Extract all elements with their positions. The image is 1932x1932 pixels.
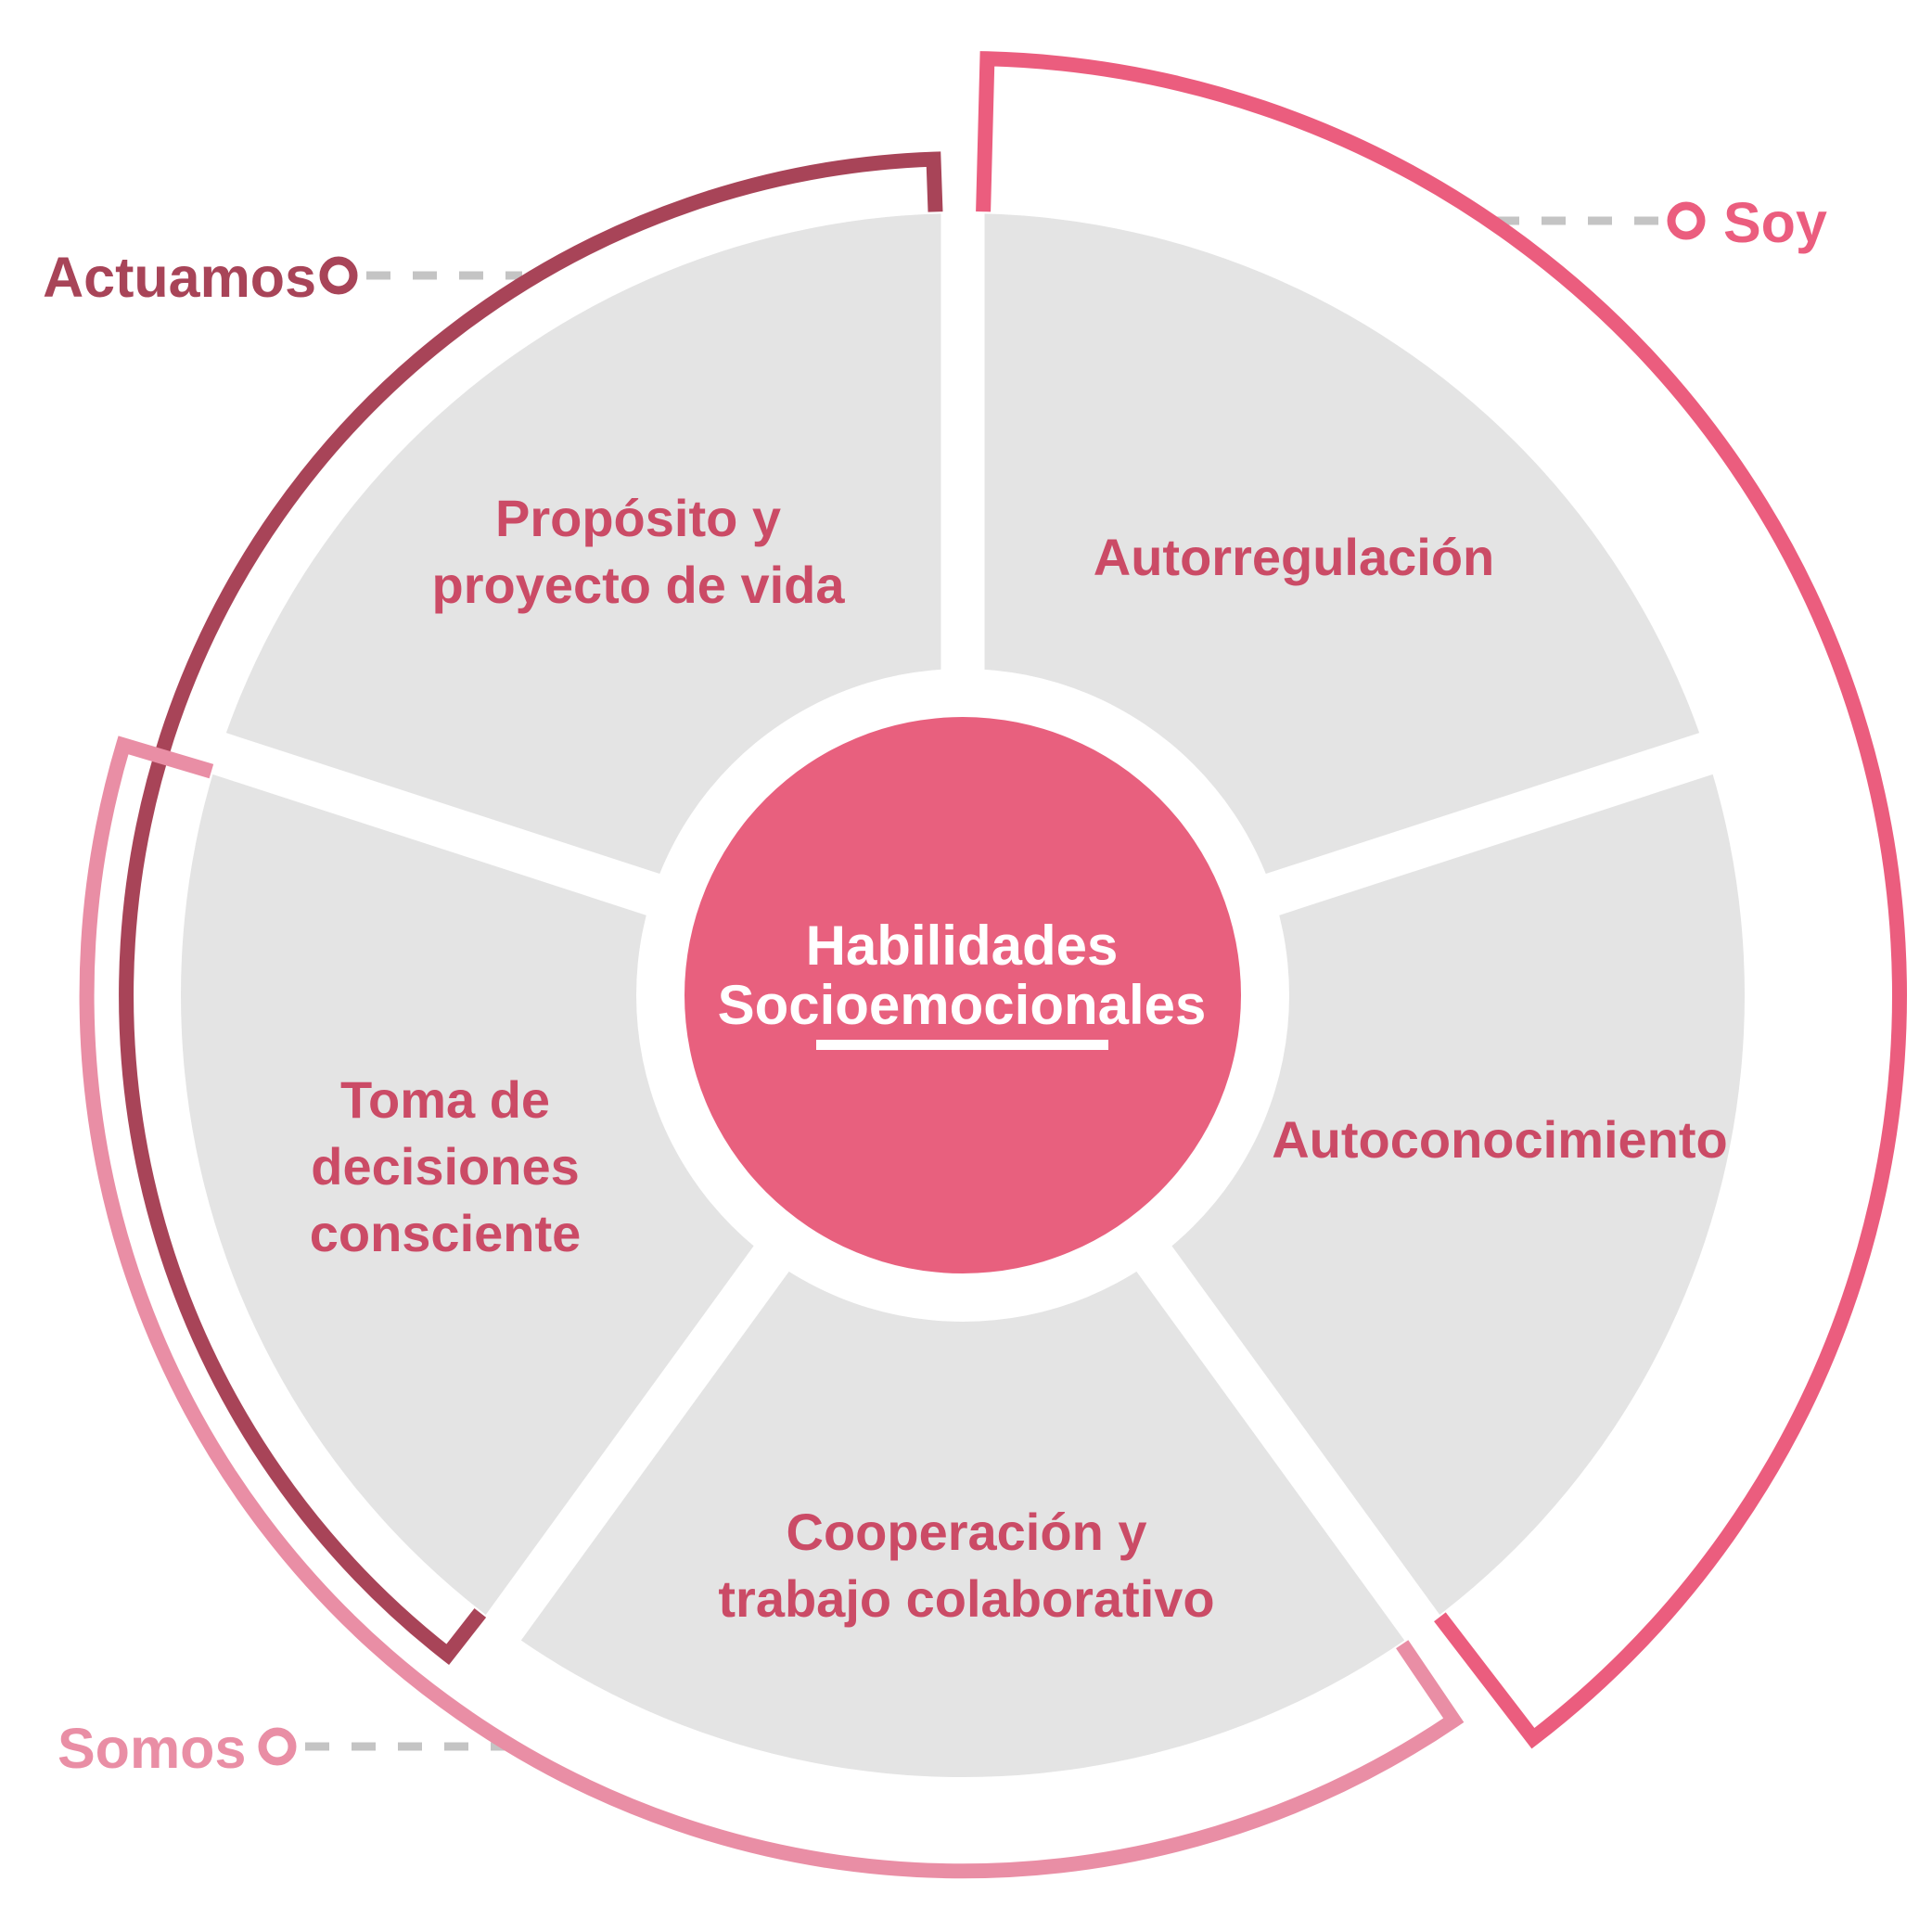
arc-actuamos: [119, 151, 943, 1666]
label-bullets: [258, 201, 1706, 1766]
segment-label-cooperacion-line2: trabajo colaborativo: [718, 1569, 1214, 1628]
arc-soy: [976, 51, 1907, 1749]
segment-label-autorregulacion: Autorregulación: [1094, 528, 1494, 586]
dimension-arcs: [79, 51, 1907, 1879]
segment-labels: Propósito y proyecto de vida Autorregula…: [310, 489, 1728, 1628]
label-soy: Soy: [1723, 191, 1827, 254]
segment-label-autoconocimiento: Autoconocimiento: [1272, 1110, 1728, 1169]
arc-somos: [79, 736, 1465, 1879]
segment-label-cooperacion-line1: Cooperación y: [787, 1503, 1147, 1561]
segment-label-toma-line2: decisiones: [311, 1137, 579, 1196]
segment-dividers: [171, 170, 1755, 1676]
segment-label-toma-line3: consciente: [310, 1204, 582, 1262]
segment-label-proposito-line2: proyecto de vida: [431, 556, 845, 614]
center-title-underline: [816, 1040, 1108, 1050]
center-title-line1: Habilidades: [806, 915, 1119, 977]
bullet-somos: [258, 1727, 297, 1766]
label-connectors: [305, 216, 1658, 1751]
bullet-actuamos: [319, 256, 358, 295]
center-circle: [685, 717, 1241, 1273]
segment-label-toma-line1: Toma de: [340, 1070, 550, 1129]
label-actuamos: Actuamos: [43, 246, 316, 309]
center-title-line2: Socioemocionales: [718, 974, 1207, 1036]
label-somos: Somos: [58, 1717, 246, 1780]
bullet-soy: [1667, 201, 1706, 240]
segment-label-proposito-line1: Propósito y: [495, 489, 781, 547]
